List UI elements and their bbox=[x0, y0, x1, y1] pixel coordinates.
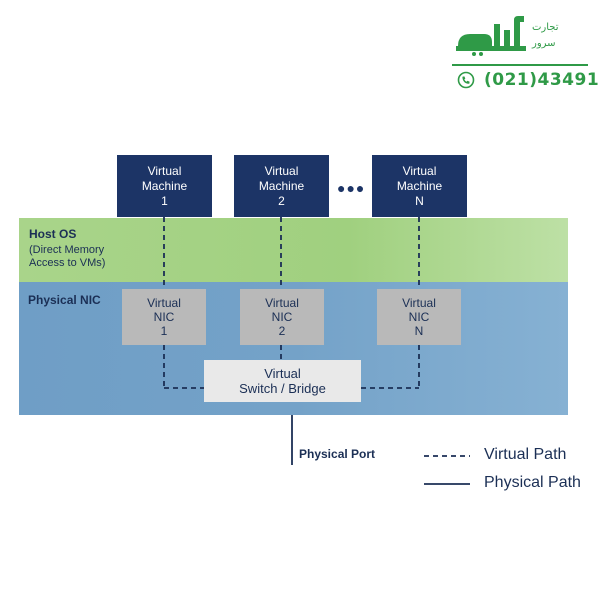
legend-virtual-path: Virtual Path bbox=[484, 446, 567, 463]
vm-label: Machine bbox=[258, 178, 305, 193]
vm-box-n: Virtual Machine N bbox=[372, 155, 467, 217]
nic-label: Virtual bbox=[147, 296, 181, 310]
nic-label: 1 bbox=[160, 324, 168, 338]
phone-icon bbox=[457, 71, 475, 89]
nic-label: Virtual bbox=[265, 296, 299, 310]
physical-port-label: Physical Port bbox=[299, 447, 376, 461]
switch-label: Switch / Bridge bbox=[239, 381, 326, 396]
host-os-note-line: (Direct Memory bbox=[29, 244, 105, 256]
vm-label: Machine bbox=[396, 178, 443, 193]
switch-label: Virtual bbox=[264, 366, 301, 381]
legend-physical-path: Physical Path bbox=[484, 474, 581, 491]
vm-label: Machine bbox=[141, 178, 188, 193]
nic-label: NIC bbox=[408, 310, 430, 324]
vm-label: N bbox=[415, 193, 424, 208]
vm-label: 1 bbox=[161, 193, 168, 208]
vm-label: Virtual bbox=[147, 163, 182, 178]
nic-box-n: Virtual NIC N bbox=[377, 289, 461, 345]
nic-label: NIC bbox=[271, 310, 293, 324]
host-os-title: Host OS bbox=[29, 227, 77, 241]
host-os-note: (Direct Memory Access to VMs) bbox=[29, 244, 105, 270]
logo-subtitle-top: تجارت bbox=[532, 22, 559, 33]
nic-box-1: Virtual NIC 1 bbox=[122, 289, 206, 345]
nic-label: NIC bbox=[153, 310, 175, 324]
logo-divider bbox=[452, 64, 588, 66]
nic-label: 2 bbox=[278, 324, 286, 338]
virtual-switch-box: Virtual Switch / Bridge bbox=[204, 360, 361, 402]
logo-subtitle-bottom: سرور bbox=[532, 38, 556, 49]
vm-box-1: Virtual Machine 1 bbox=[117, 155, 212, 217]
physical-nic-title: Physical NIC bbox=[28, 293, 101, 307]
vm-label: 2 bbox=[278, 193, 285, 208]
host-os-note-line: Access to VMs) bbox=[29, 257, 106, 269]
phone-number: (021)43491 bbox=[484, 70, 600, 90]
vm-box-2: Virtual Machine 2 bbox=[234, 155, 329, 217]
nic-label: N bbox=[414, 324, 424, 338]
nic-label: Virtual bbox=[402, 296, 436, 310]
ellipsis-dots: ●●● bbox=[337, 180, 366, 196]
parseh-logo bbox=[456, 16, 526, 56]
vm-label: Virtual bbox=[402, 163, 437, 178]
host-os-band bbox=[19, 218, 568, 282]
nic-box-2: Virtual NIC 2 bbox=[240, 289, 324, 345]
vm-label: Virtual bbox=[264, 163, 299, 178]
